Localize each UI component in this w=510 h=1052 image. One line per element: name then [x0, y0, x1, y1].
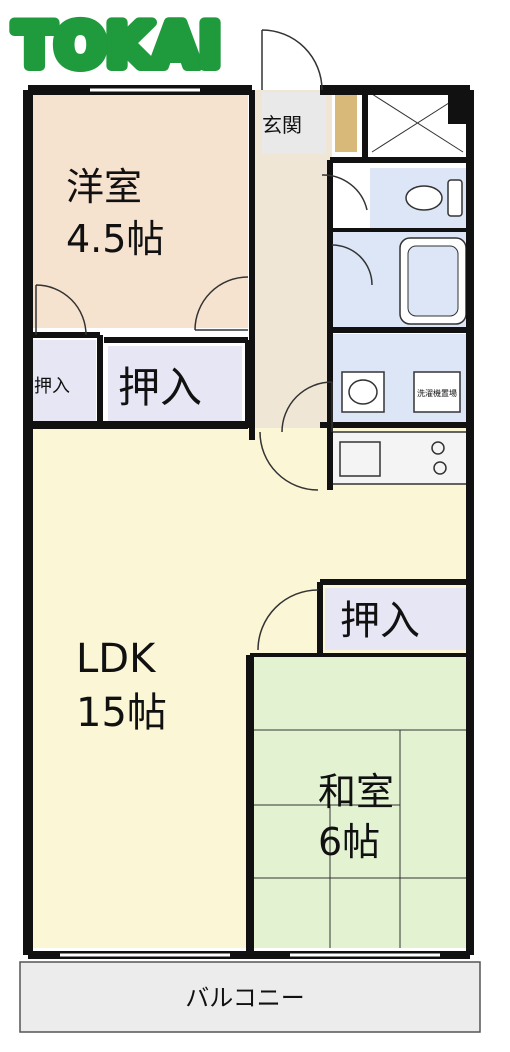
western-room-name: 洋室: [66, 165, 142, 209]
stove-burner-icon: [431, 441, 445, 455]
japanese-room-fill: [254, 655, 470, 948]
tokai-logo: TOKAI TOKAI: [9, 6, 226, 86]
balcony-fill: [19, 961, 481, 1033]
western-closet-fill: [108, 346, 242, 422]
window-marks: [60, 88, 440, 957]
logo-outline: TOKAI: [14, 11, 221, 81]
stove-burner-icon: [433, 461, 447, 475]
small-closet-fill: [28, 340, 96, 424]
western-room-fill: [28, 90, 248, 328]
entrance-fill: [262, 92, 326, 154]
western-room-size: 4.5帖: [66, 217, 164, 261]
basin-bowl: [348, 379, 378, 405]
logo-text: TOKAI: [14, 11, 221, 81]
bathtub-inner: [407, 245, 459, 317]
small-closet-label: 押入: [34, 376, 70, 397]
balcony-label: バルコニー: [185, 984, 305, 1012]
ldk-name: LDK: [76, 636, 157, 682]
sink-icon: [339, 441, 381, 477]
japanese-closet-fill: [325, 588, 469, 650]
western-closet-label: 押入: [118, 363, 202, 412]
door-swings: [35, 29, 373, 651]
washer-space-label: 洗濯機置場: [417, 388, 457, 398]
japanese-room-size: 6帖: [318, 820, 380, 864]
shoe-cabinet: [335, 92, 357, 152]
entrance-label: 玄関: [262, 113, 302, 137]
structural-column: [448, 88, 470, 124]
washer-space-box: [413, 371, 461, 413]
japanese-closet-label: 押入: [340, 598, 420, 644]
toilet-tank-icon: [447, 179, 463, 217]
ldk-size: 15帖: [76, 690, 167, 736]
toilet-icon: [405, 185, 443, 211]
storage-x-line: [371, 93, 464, 153]
japanese-room-name: 和室: [318, 770, 394, 814]
tatami-lines: [254, 729, 470, 948]
